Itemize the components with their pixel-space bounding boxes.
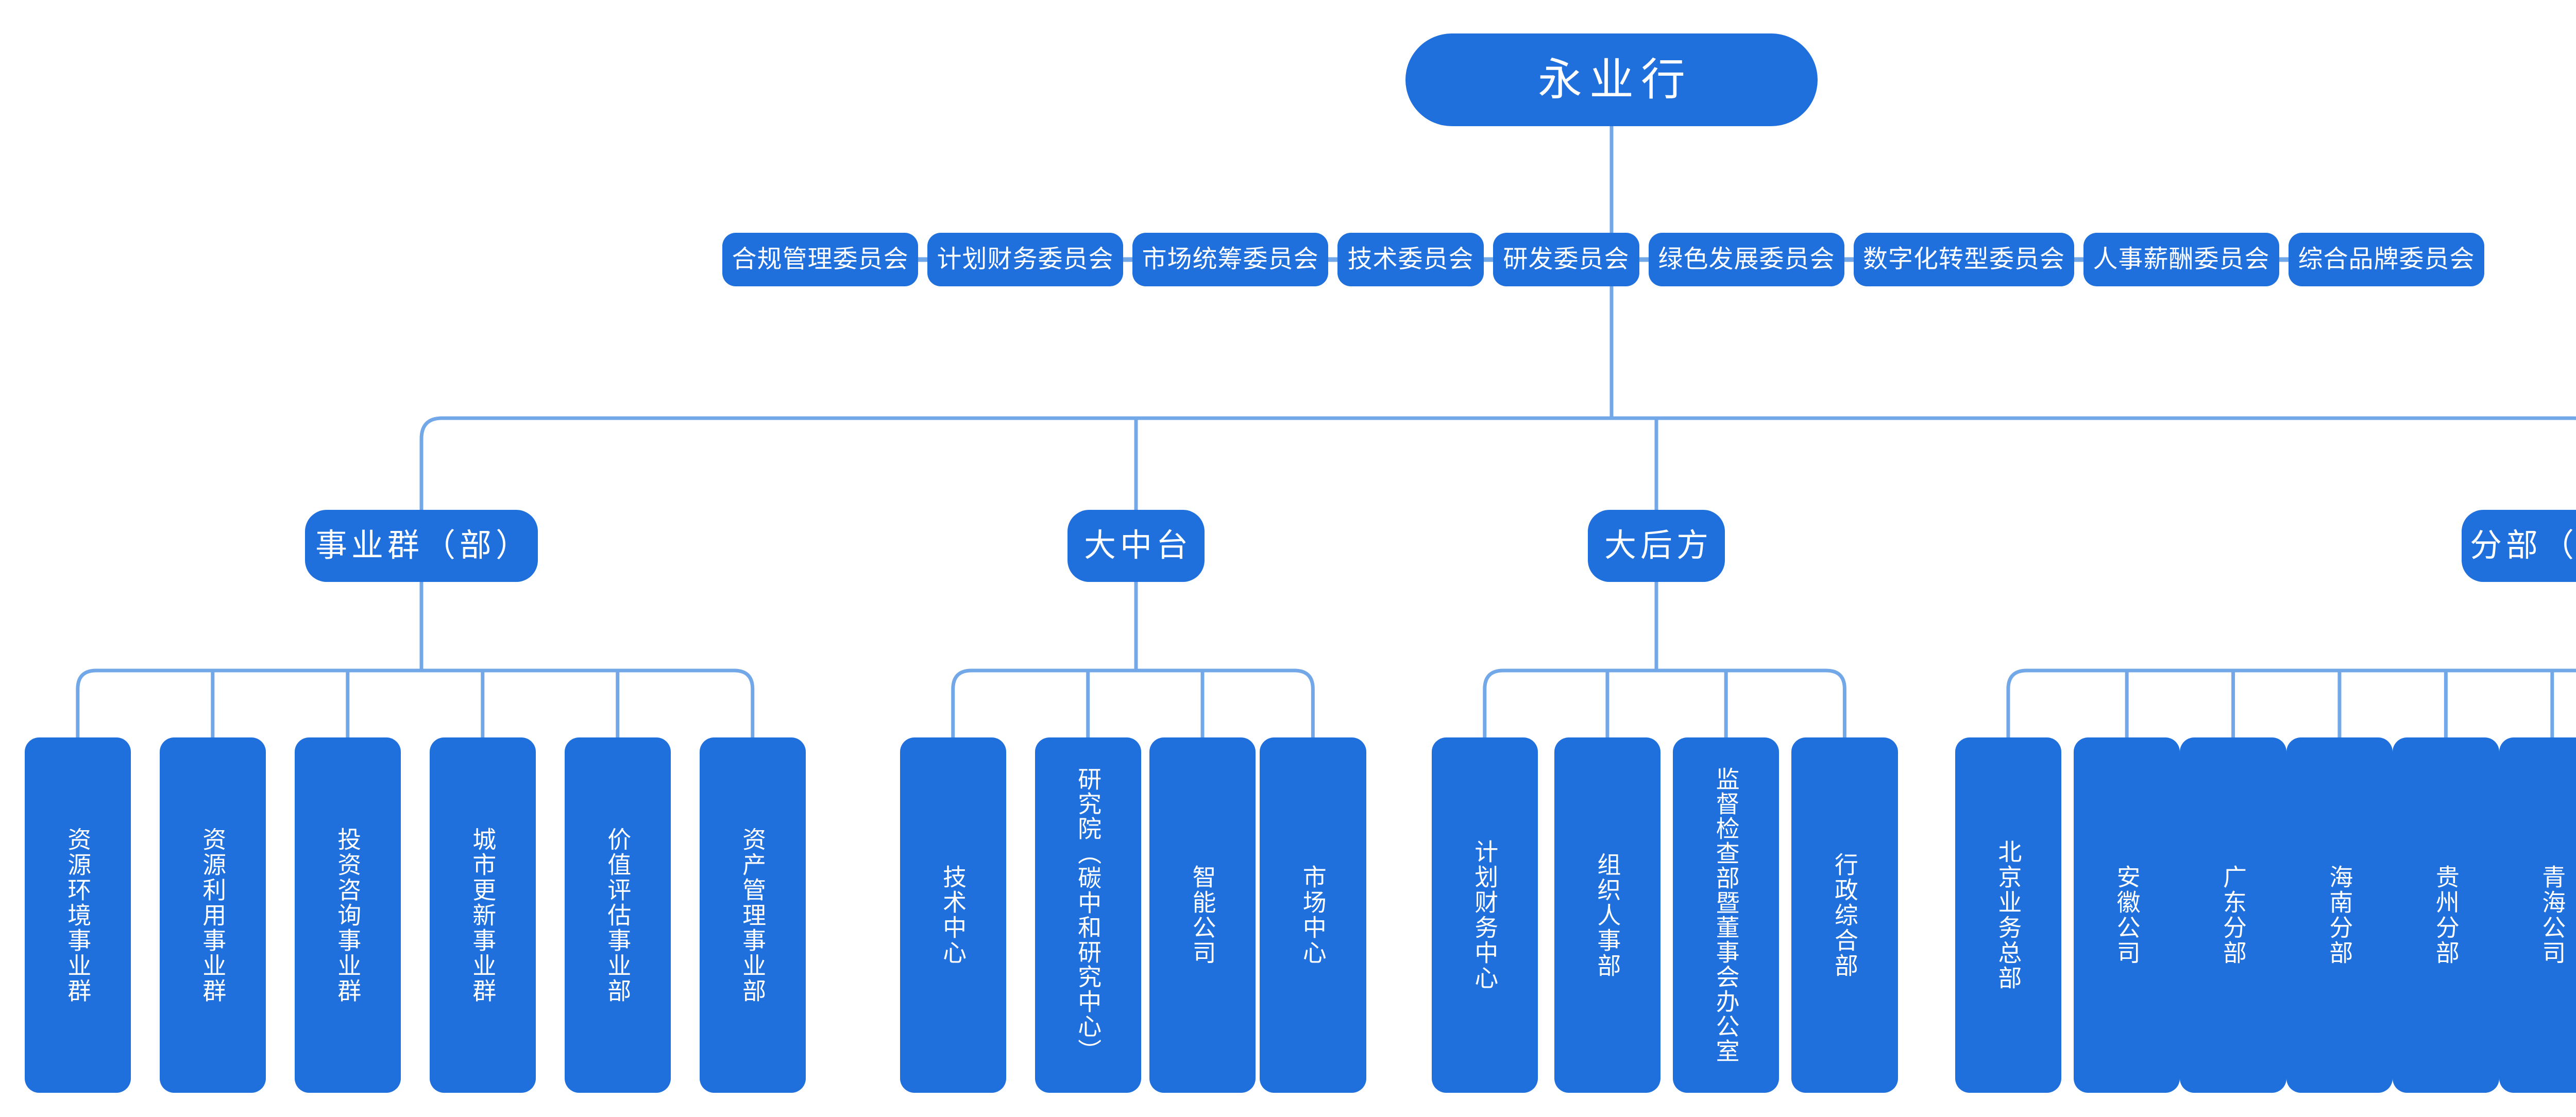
leaf-node-1-6[interactable]: 资产管理事业部 xyxy=(699,737,806,1093)
leaf-node-2-3[interactable]: 智能公司 xyxy=(1149,737,1256,1093)
leaf-node-1-2[interactable]: 资源利用事业群 xyxy=(159,737,266,1093)
leaf-node-1-3[interactable]: 投资咨询事业群 xyxy=(294,737,401,1093)
leaf-node-3-2[interactable]: 组织人事部 xyxy=(1554,737,1661,1093)
leaf-node-2-4[interactable]: 市场中心 xyxy=(1260,737,1366,1093)
leaf-node-4-4[interactable]: 海南分部 xyxy=(2286,737,2393,1093)
leaf-node-2-2[interactable]: 研究院（碳中和研究中心） xyxy=(1035,737,1141,1093)
committee-7[interactable]: 数字化转型委员会 xyxy=(1854,233,2074,286)
leaf-node-4-2[interactable]: 安徽公司 xyxy=(2073,737,2180,1093)
committee-2[interactable]: 计划财务委员会 xyxy=(927,233,1123,286)
committee-9[interactable]: 综合品牌委员会 xyxy=(2289,233,2484,286)
committee-1[interactable]: 合规管理委员会 xyxy=(722,233,918,286)
leaf-node-3-1[interactable]: 计划财务中心 xyxy=(1431,737,1538,1093)
committee-8[interactable]: 人事薪酬委员会 xyxy=(2083,233,2279,286)
leaf-node-3-4[interactable]: 行政综合部 xyxy=(1791,737,1898,1093)
leaf-node-4-1[interactable]: 北京业务总部 xyxy=(1955,737,2062,1093)
leaf-node-4-6[interactable]: 青海公司 xyxy=(2499,737,2576,1093)
leaf-node-1-1[interactable]: 资源环境事业群 xyxy=(24,737,131,1093)
committee-5[interactable]: 研发委员会 xyxy=(1493,233,1639,286)
leaf-node-3-3[interactable]: 监督检查部暨董事会办公室 xyxy=(1672,737,1780,1093)
committee-4[interactable]: 技术委员会 xyxy=(1337,233,1484,286)
leaf-node-2-1[interactable]: 技术中心 xyxy=(900,737,1006,1093)
leaf-node-4-5[interactable]: 贵州分部 xyxy=(2393,737,2499,1093)
group-head-3[interactable]: 大后方 xyxy=(1588,510,1725,582)
root-node[interactable]: 永业行 xyxy=(1405,33,1818,126)
group-head-1[interactable]: 事业群（部） xyxy=(305,510,538,582)
group-head-4[interactable]: 分部（分公司） xyxy=(2462,510,2576,582)
leaf-node-1-4[interactable]: 城市更新事业群 xyxy=(429,737,536,1093)
committee-6[interactable]: 绿色发展委员会 xyxy=(1649,233,1844,286)
leaf-node-4-3[interactable]: 广东分部 xyxy=(2180,737,2286,1093)
leaf-node-1-5[interactable]: 价值评估事业部 xyxy=(564,737,671,1093)
committee-3[interactable]: 市场统筹委员会 xyxy=(1132,233,1328,286)
group-head-2[interactable]: 大中台 xyxy=(1067,510,1205,582)
